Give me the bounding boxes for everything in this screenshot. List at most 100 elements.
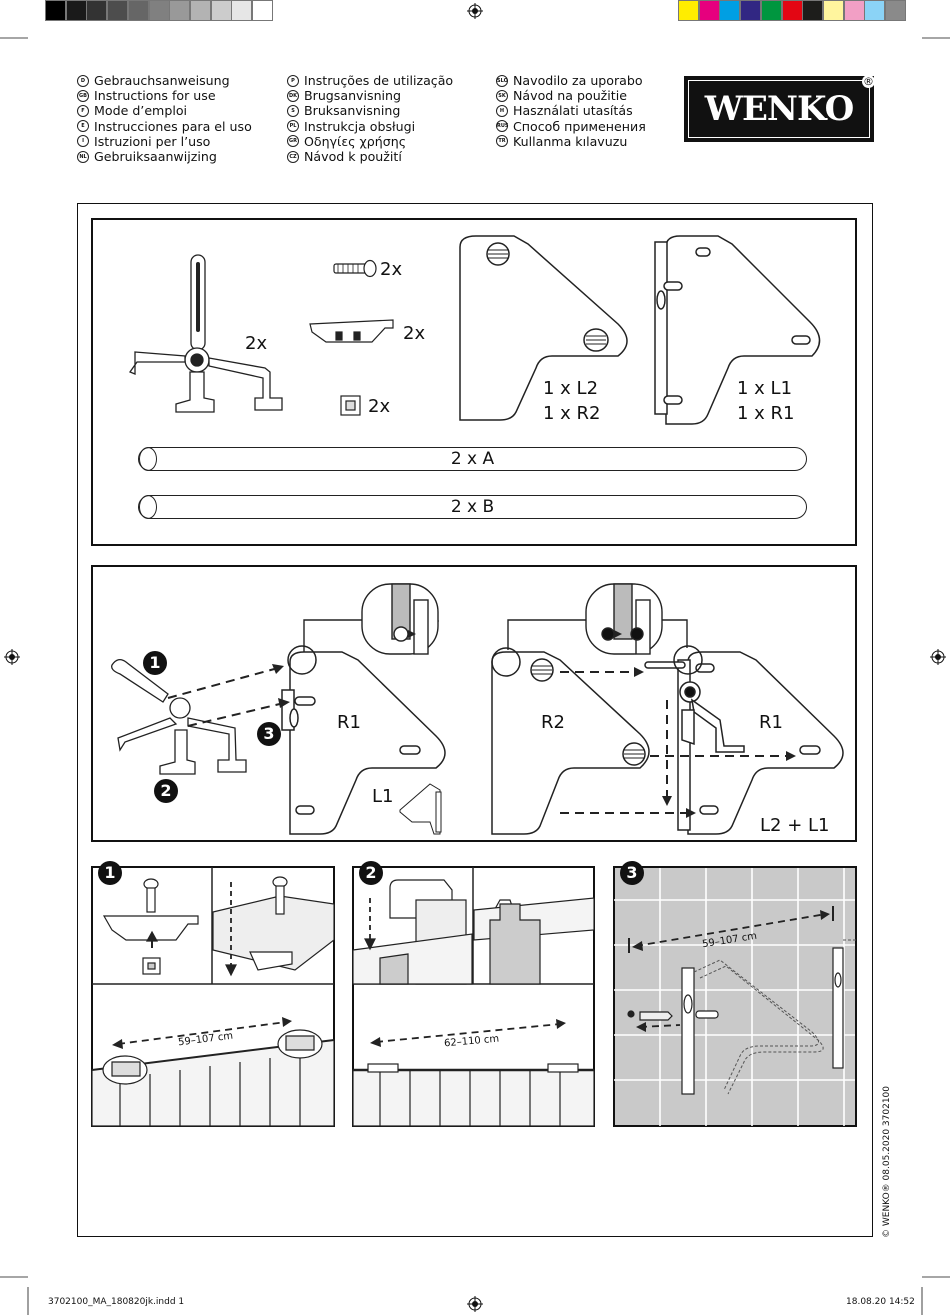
language-code-icon: DK [287,89,299,102]
color-swatch [843,0,865,21]
color-swatch [760,0,782,21]
install-1-step-badge: 1 [98,861,122,885]
language-entry: GR Οδηγίες χρήσης [287,134,453,149]
language-entry: DK Brugsanvisning [287,88,453,103]
gray-swatch [148,0,170,21]
language-code-icon: P [287,74,299,87]
language-code-icon: PL [287,120,299,133]
screw-quantity: 2x [380,259,403,280]
clip-quantity: 2x [403,323,426,344]
end-cap-l2-label: 1 x L2 [543,378,599,399]
language-entry: CZ Návod k použití [287,149,453,164]
color-swatch [698,0,720,21]
gray-swatch [189,0,211,21]
language-title: Bruksanvisning [304,103,401,119]
copyright-note: © WENKO® 08.05.2020 3702100 [882,1085,892,1238]
nut-quantity: 2x [368,396,391,417]
language-entry: SLO Navodilo za uporabo [496,73,646,88]
end-cap-r1-label: 1 x R1 [737,403,795,424]
end-cap-r2-label: 1 x R2 [543,403,601,424]
language-title: Brugsanvisning [304,88,402,104]
step-3-badge: 3 [257,722,281,746]
color-swatch [678,0,699,21]
gray-swatch [169,0,191,21]
language-code-icon: GB [77,89,89,102]
language-code-icon: GR [287,135,299,148]
language-code-icon: RUS [496,120,509,133]
language-title: Οδηγίες χρήσης [304,133,407,149]
language-entry: PL Instrukcja obsługi [287,119,453,134]
rod-b: 2 x B [138,495,807,519]
language-code-icon: I [77,135,89,148]
language-entry: F Mode d’emploi [77,103,252,118]
registration-mark-icon [4,649,20,665]
language-title: Návod na použitie [513,88,627,104]
color-swatch [822,0,844,21]
language-code-icon: H [496,105,508,117]
language-title: Gebrauchsanweisung [94,73,230,88]
language-title: Instructions for use [94,88,216,104]
registration-mark-icon [467,1296,483,1312]
language-title: Kullanma kılavuzu [513,133,628,149]
install-2-step-badge: 2 [359,861,383,885]
gray-swatch [210,0,232,21]
language-code-icon: D [77,74,89,87]
language-entry: E Instrucciones para el uso [77,119,252,134]
wenko-logo: WENKO ® [684,75,875,142]
language-title: Instrukcja obsługi [304,118,416,134]
color-swatch [864,0,886,21]
language-code-icon: SLO [496,74,508,87]
language-entry: D Gebrauchsanweisung [77,73,252,88]
step-1-badge: 1 [143,651,167,675]
end-cap-l1-label: 1 x L1 [737,378,793,399]
language-title: Instruções de utilização [304,73,454,88]
language-code-icon: E [77,120,89,133]
language-title: Istruzioni per l’uso [94,133,211,149]
rod-a: 2 x A [138,447,807,471]
language-code-icon: TR [496,135,508,148]
registration-mark-icon [467,3,483,19]
install-3-step-badge: 3 [620,861,644,885]
language-entry: P Instruções de utilização [287,73,453,88]
r2-label: R2 [541,712,565,733]
gray-swatch [231,0,253,21]
gray-swatch [127,0,149,21]
color-swatch [719,0,741,21]
language-title: Navodilo za uporabo [513,73,643,88]
gray-swatch [86,0,108,21]
step-2-badge: 2 [154,779,178,803]
language-title: Mode d’emploi [94,103,188,119]
color-swatch [885,0,906,21]
gray-swatch [252,0,273,21]
footer-date: 18.08.20 14:52 [846,1297,915,1307]
gray-swatch [65,0,87,21]
gray-swatch [45,0,66,21]
color-swatch [740,0,762,21]
instructions-frame [77,203,873,1237]
language-entry: TR Kullanma kılavuzu [496,134,646,149]
install-option-3-panel [613,866,857,1127]
language-title: Gebruiksaanwijzing [94,149,217,165]
language-title: Návod k použití [304,149,402,165]
language-title: Instrucciones para el uso [94,118,252,134]
footer-file-name: 3702100_MA_180820jk.indd 1 [48,1297,185,1307]
bracket-quantity: 2x [245,333,268,354]
color-swatch [781,0,803,21]
language-code-icon: F [77,105,89,117]
language-code-icon: CZ [287,150,299,163]
language-entry: GB Instructions for use [77,88,252,103]
gray-swatch [107,0,129,21]
